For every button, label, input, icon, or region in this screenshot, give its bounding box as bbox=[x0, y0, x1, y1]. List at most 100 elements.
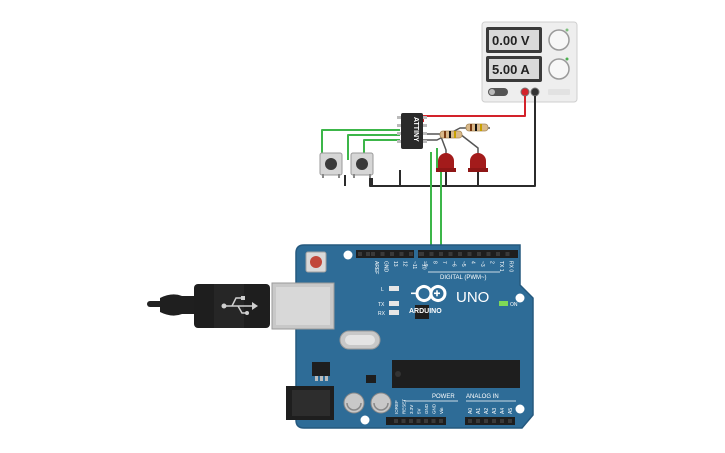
resistor-1[interactable] bbox=[465, 123, 489, 132]
usb-strain-relief bbox=[160, 294, 196, 316]
digital-pin-label: ~10 bbox=[421, 261, 427, 270]
digital-pin[interactable] bbox=[458, 252, 462, 256]
analog-pin-label: A1 bbox=[476, 408, 482, 414]
power-pin[interactable] bbox=[401, 419, 406, 423]
digital-pin-label: 8 bbox=[432, 261, 438, 264]
power-pin-label: IOREF bbox=[394, 400, 399, 414]
digital-pin-label: 2 bbox=[489, 261, 495, 264]
digital-pin[interactable] bbox=[420, 252, 424, 256]
digital-pin[interactable] bbox=[439, 252, 443, 256]
reset-button[interactable] bbox=[305, 251, 327, 273]
digital-pin[interactable] bbox=[380, 252, 385, 256]
analog-pin[interactable] bbox=[508, 419, 512, 423]
wire-black-gnd-2[interactable] bbox=[344, 170, 401, 187]
digital-header-label: DIGITAL (PWM~) bbox=[440, 275, 487, 281]
capacitors bbox=[343, 392, 392, 414]
power-pin[interactable] bbox=[394, 419, 398, 423]
analog-header-label: ANALOG IN bbox=[466, 394, 499, 400]
attiny-label: ATTINY bbox=[412, 117, 419, 142]
analog-pin-label: A4 bbox=[500, 408, 506, 414]
digital-pin-label: GND bbox=[383, 261, 389, 273]
digital-pin[interactable] bbox=[467, 252, 472, 256]
pushbutton-2[interactable] bbox=[350, 152, 374, 178]
attiny-chip[interactable]: ATTINY bbox=[397, 113, 427, 149]
wire-green-button2[interactable] bbox=[347, 134, 400, 160]
power-pin[interactable] bbox=[409, 419, 413, 423]
analog-pin[interactable] bbox=[492, 419, 496, 423]
analog-pin-label: A0 bbox=[468, 408, 474, 414]
digital-pin[interactable] bbox=[371, 252, 375, 256]
on-label: ON bbox=[510, 302, 518, 308]
positive-terminal[interactable] bbox=[520, 87, 530, 97]
power-supply[interactable]: 0.00 V 5.00 A bbox=[481, 21, 578, 103]
atmega-chip bbox=[392, 360, 520, 388]
digital-pin[interactable] bbox=[409, 252, 413, 256]
digital-pin[interactable] bbox=[505, 252, 510, 256]
digital-pin-label: RX 0 bbox=[508, 261, 514, 272]
power-header-label: POWER bbox=[432, 394, 455, 400]
analog-pin[interactable] bbox=[476, 419, 480, 423]
pushbutton-1[interactable] bbox=[319, 152, 343, 178]
power-pin-label: 3.3V bbox=[409, 405, 414, 414]
power-pin[interactable] bbox=[424, 419, 428, 423]
arduino-logo: ARDUINO bbox=[409, 285, 447, 315]
digital-pin-label: 7 bbox=[441, 261, 447, 264]
wire-black-led[interactable] bbox=[445, 172, 479, 186]
power-pin[interactable] bbox=[416, 419, 421, 423]
digital-pin[interactable] bbox=[429, 252, 434, 256]
usb-cable[interactable] bbox=[147, 284, 270, 328]
arduino-brand: ARDUINO bbox=[409, 308, 442, 315]
power-pin-label: 5V bbox=[417, 408, 422, 414]
onboard-leds: L TX RX ON bbox=[378, 286, 518, 317]
power-jack bbox=[286, 386, 334, 420]
analog-pin-label: A3 bbox=[492, 408, 498, 414]
digital-pin[interactable] bbox=[399, 252, 404, 256]
digital-pin[interactable] bbox=[390, 252, 394, 256]
led-1[interactable] bbox=[436, 153, 456, 172]
power-pin[interactable] bbox=[439, 419, 443, 423]
voltage-readout: 0.00 V bbox=[492, 33, 530, 48]
digital-pin-label: AREF bbox=[373, 261, 379, 274]
digital-pin[interactable] bbox=[496, 252, 500, 256]
current-knob[interactable] bbox=[548, 58, 570, 80]
digital-pin-label: ~3 bbox=[479, 261, 485, 267]
analog-pin[interactable] bbox=[500, 419, 504, 423]
digital-pin[interactable] bbox=[448, 252, 453, 256]
digital-pin-label: ~9 bbox=[422, 261, 428, 267]
led-label-l: L bbox=[381, 287, 384, 293]
digital-pin[interactable] bbox=[486, 252, 491, 256]
negative-terminal[interactable] bbox=[530, 87, 540, 97]
digital-pin[interactable] bbox=[358, 252, 362, 256]
power-pin-label: GND bbox=[424, 403, 429, 414]
power-pin[interactable] bbox=[431, 419, 436, 423]
small-chip bbox=[366, 375, 376, 383]
power-pin-label: Vin bbox=[439, 407, 444, 414]
analog-pin[interactable] bbox=[484, 419, 488, 423]
analog-pin-label: A5 bbox=[508, 408, 514, 414]
analog-pin[interactable] bbox=[468, 419, 472, 423]
digital-pin-label: ~11 bbox=[411, 261, 417, 269]
voltage-knob[interactable] bbox=[548, 29, 570, 51]
usb-icon bbox=[221, 296, 258, 315]
arduino-model: UNO bbox=[456, 289, 489, 306]
resistor-2[interactable] bbox=[439, 130, 463, 139]
led-2[interactable] bbox=[468, 153, 488, 172]
digital-pin-label: 4 bbox=[470, 261, 476, 264]
wire-green-button1[interactable] bbox=[321, 129, 400, 160]
digital-pin-label: ~5 bbox=[460, 261, 466, 267]
analog-pin-label: A2 bbox=[484, 408, 490, 414]
digital-pin[interactable] bbox=[366, 252, 370, 256]
digital-pin-label: ~6 bbox=[451, 261, 457, 267]
digital-pin-label: 13 bbox=[392, 261, 398, 267]
digital-pin-label: 12 bbox=[402, 261, 408, 267]
voltage-regulator bbox=[312, 362, 330, 381]
led-label-rx: RX bbox=[378, 311, 386, 317]
digital-pin-label: TX 1 bbox=[498, 261, 504, 272]
digital-pin[interactable] bbox=[477, 252, 481, 256]
power-pin-label: GND bbox=[432, 403, 437, 414]
led-label-tx: TX bbox=[378, 302, 385, 308]
